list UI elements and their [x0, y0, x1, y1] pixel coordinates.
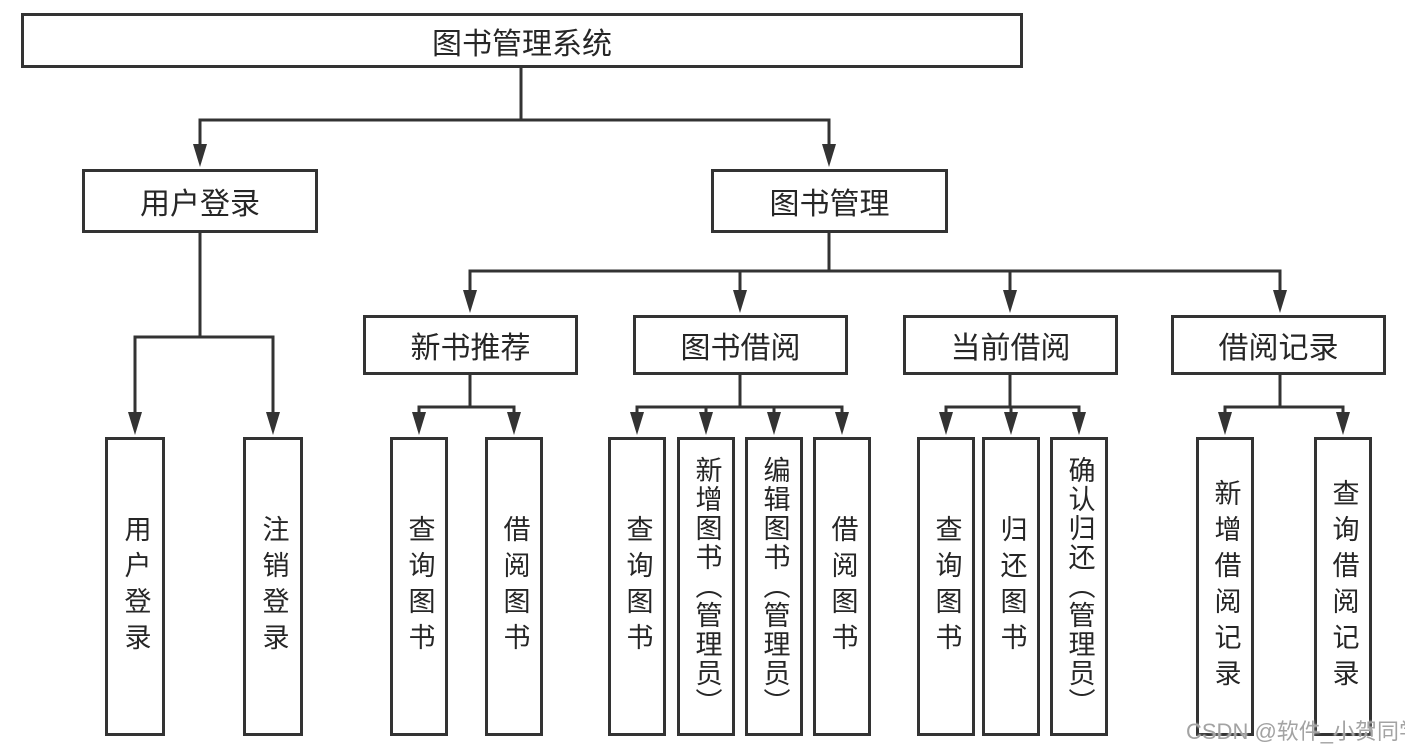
arrow-down-icon — [822, 144, 836, 167]
arrow-down-icon — [128, 412, 142, 435]
connector-user-login-children — [133, 233, 275, 416]
leaf-logout-label: 注销登录 — [258, 514, 289, 659]
arrow-down-icon — [266, 412, 280, 435]
leaf-query-books-3-label: 查询图书 — [931, 514, 962, 659]
node-user-login: 用户登录 — [82, 169, 318, 233]
leaf-query-books-3: 查询图书 — [917, 437, 975, 736]
leaf-add-borrow-record: 新增借阅记录 — [1196, 437, 1254, 736]
arrow-down-icon — [1003, 290, 1017, 313]
node-current-borrow: 当前借阅 — [903, 315, 1118, 375]
leaf-borrow-books-1-label: 借阅图书 — [499, 514, 530, 659]
leaf-add-borrow-record-label: 新增借阅记录 — [1210, 478, 1241, 695]
arrow-down-icon — [630, 412, 644, 435]
arrow-down-icon — [1218, 412, 1232, 435]
arrow-down-icon — [1072, 412, 1086, 435]
node-book-management: 图书管理 — [711, 169, 948, 233]
arrow-down-icon — [835, 412, 849, 435]
connector-root-to-level2 — [198, 68, 831, 148]
node-borrow-records-label: 借阅记录 — [1218, 332, 1339, 365]
node-new-book-recommend: 新书推荐 — [363, 315, 578, 375]
node-book-management-label: 图书管理 — [769, 188, 890, 221]
arrow-down-icon — [463, 290, 477, 313]
arrow-down-icon — [767, 412, 781, 435]
leaf-query-books-2-label: 查询图书 — [622, 514, 653, 659]
leaf-query-books-1: 查询图书 — [390, 437, 448, 736]
arrow-down-icon — [733, 290, 747, 313]
arrow-down-icon — [412, 412, 426, 435]
node-borrow-records: 借阅记录 — [1171, 315, 1386, 375]
leaf-borrow-books-1: 借阅图书 — [485, 437, 543, 736]
arrow-down-icon — [507, 412, 521, 435]
leaf-add-book-admin-label: 新增图书（管理员） — [691, 456, 722, 717]
leaf-user-login: 用户登录 — [105, 437, 165, 736]
leaf-confirm-return-admin: 确认归还（管理员） — [1050, 437, 1108, 736]
leaf-query-books-2: 查询图书 — [608, 437, 666, 736]
connector-book-borrow-children — [635, 375, 844, 416]
leaf-return-books: 归还图书 — [982, 437, 1040, 736]
node-book-borrow: 图书借阅 — [633, 315, 848, 375]
leaf-query-borrow-record-label: 查询借阅记录 — [1328, 478, 1359, 695]
arrow-down-icon — [1336, 412, 1350, 435]
arrow-down-icon — [193, 144, 207, 167]
leaf-query-borrow-record: 查询借阅记录 — [1314, 437, 1372, 736]
node-book-borrow-label: 图书借阅 — [680, 332, 801, 365]
arrow-down-icon — [1004, 412, 1018, 435]
leaf-edit-book-admin-label: 编辑图书（管理员） — [759, 456, 790, 717]
arrow-down-icon — [699, 412, 713, 435]
connector-book-management-children — [468, 233, 1282, 294]
connector-new-book-children — [417, 375, 516, 416]
leaf-user-login-label: 用户登录 — [120, 514, 151, 659]
leaf-logout: 注销登录 — [243, 437, 303, 736]
arrowheads — [128, 144, 1350, 435]
node-user-login-label: 用户登录 — [140, 188, 260, 221]
arrow-down-icon — [939, 412, 953, 435]
node-root-label: 图书管理系统 — [432, 27, 612, 61]
node-root: 图书管理系统 — [21, 13, 1023, 68]
leaf-return-books-label: 归还图书 — [996, 514, 1027, 659]
leaf-borrow-books-2: 借阅图书 — [813, 437, 871, 736]
leaf-confirm-return-admin-label: 确认归还（管理员） — [1064, 456, 1095, 717]
leaf-add-book-admin: 新增图书（管理员） — [677, 437, 735, 736]
leaf-borrow-books-2-label: 借阅图书 — [827, 514, 858, 659]
node-new-book-recommend-label: 新书推荐 — [410, 332, 531, 365]
connector-borrow-records-children — [1223, 375, 1345, 416]
arrow-down-icon — [1273, 290, 1287, 313]
connector-current-borrow-children — [944, 375, 1081, 416]
watermark: CSDN @软件_小贺同学 — [1186, 719, 1405, 744]
leaf-edit-book-admin: 编辑图书（管理员） — [745, 437, 803, 736]
leaf-query-books-1-label: 查询图书 — [404, 514, 435, 659]
node-current-borrow-label: 当前借阅 — [950, 332, 1071, 365]
